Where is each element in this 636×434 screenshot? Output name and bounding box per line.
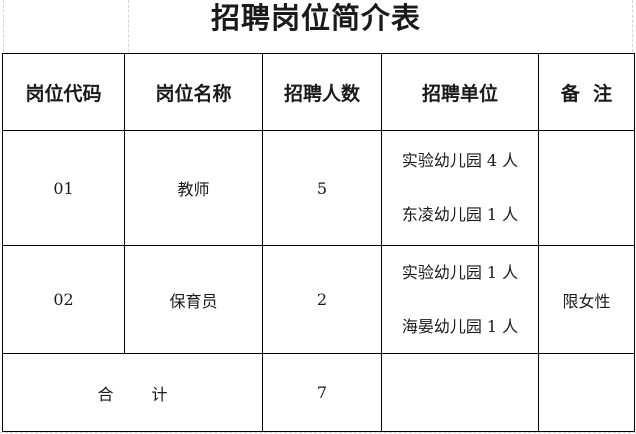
cell-hire-count: 2 [262,245,382,354]
hiring-unit-line: 实验幼儿园 1 人 [401,262,519,282]
hiring-unit-line: 东凌幼儿园 1 人 [401,205,519,224]
hiring-unit-line: 海晏幼儿园 1 人 [401,316,519,336]
header-hiring-unit: 招聘单位 [381,53,539,131]
table-row: 02 保育员 2 实验幼儿园 1 人 海晏幼儿园 1 人 限女性 [2,245,635,354]
header-position-code: 岗位代码 [2,53,125,131]
cell-total-count: 7 [262,353,382,432]
cell-remark: 限女性 [538,245,635,354]
cell-total-unit [381,353,539,432]
cell-total-label: 合计 [2,353,263,432]
cell-position-code: 01 [2,130,125,246]
cell-position-name: 保育员 [124,245,263,354]
cell-position-name: 教师 [124,130,263,246]
header-remark: 备 注 [538,53,635,131]
page-guide-line [128,0,129,52]
table-row: 01 教师 5 实验幼儿园 4 人 东凌幼儿园 1 人 [2,130,635,246]
recruitment-table: 岗位代码 岗位名称 招聘人数 招聘单位 备 注 01 教师 5 实验幼儿园 4 … [2,53,635,432]
cell-total-remark [538,353,635,432]
cell-hiring-unit: 实验幼儿园 4 人 东凌幼儿园 1 人 [381,130,539,246]
header-hire-count: 招聘人数 [262,53,382,131]
cell-remark [538,130,635,246]
header-position-name: 岗位名称 [124,53,263,131]
cell-hire-count: 5 [262,130,382,246]
table-header-row: 岗位代码 岗位名称 招聘人数 招聘单位 备 注 [2,53,635,131]
page-guide-line [0,432,636,433]
cell-position-code: 02 [2,245,125,354]
page-guide-line [632,0,633,52]
total-label-part1: 合 [97,384,114,404]
total-label-part2: 计 [151,384,168,404]
total-row: 合计 7 [2,353,635,432]
hiring-unit-line: 实验幼儿园 4 人 [401,151,519,170]
document-title: 招聘岗位简介表 [210,1,421,35]
cell-hiring-unit: 实验幼儿园 1 人 海晏幼儿园 1 人 [381,245,539,354]
page-guide-line [3,0,4,52]
